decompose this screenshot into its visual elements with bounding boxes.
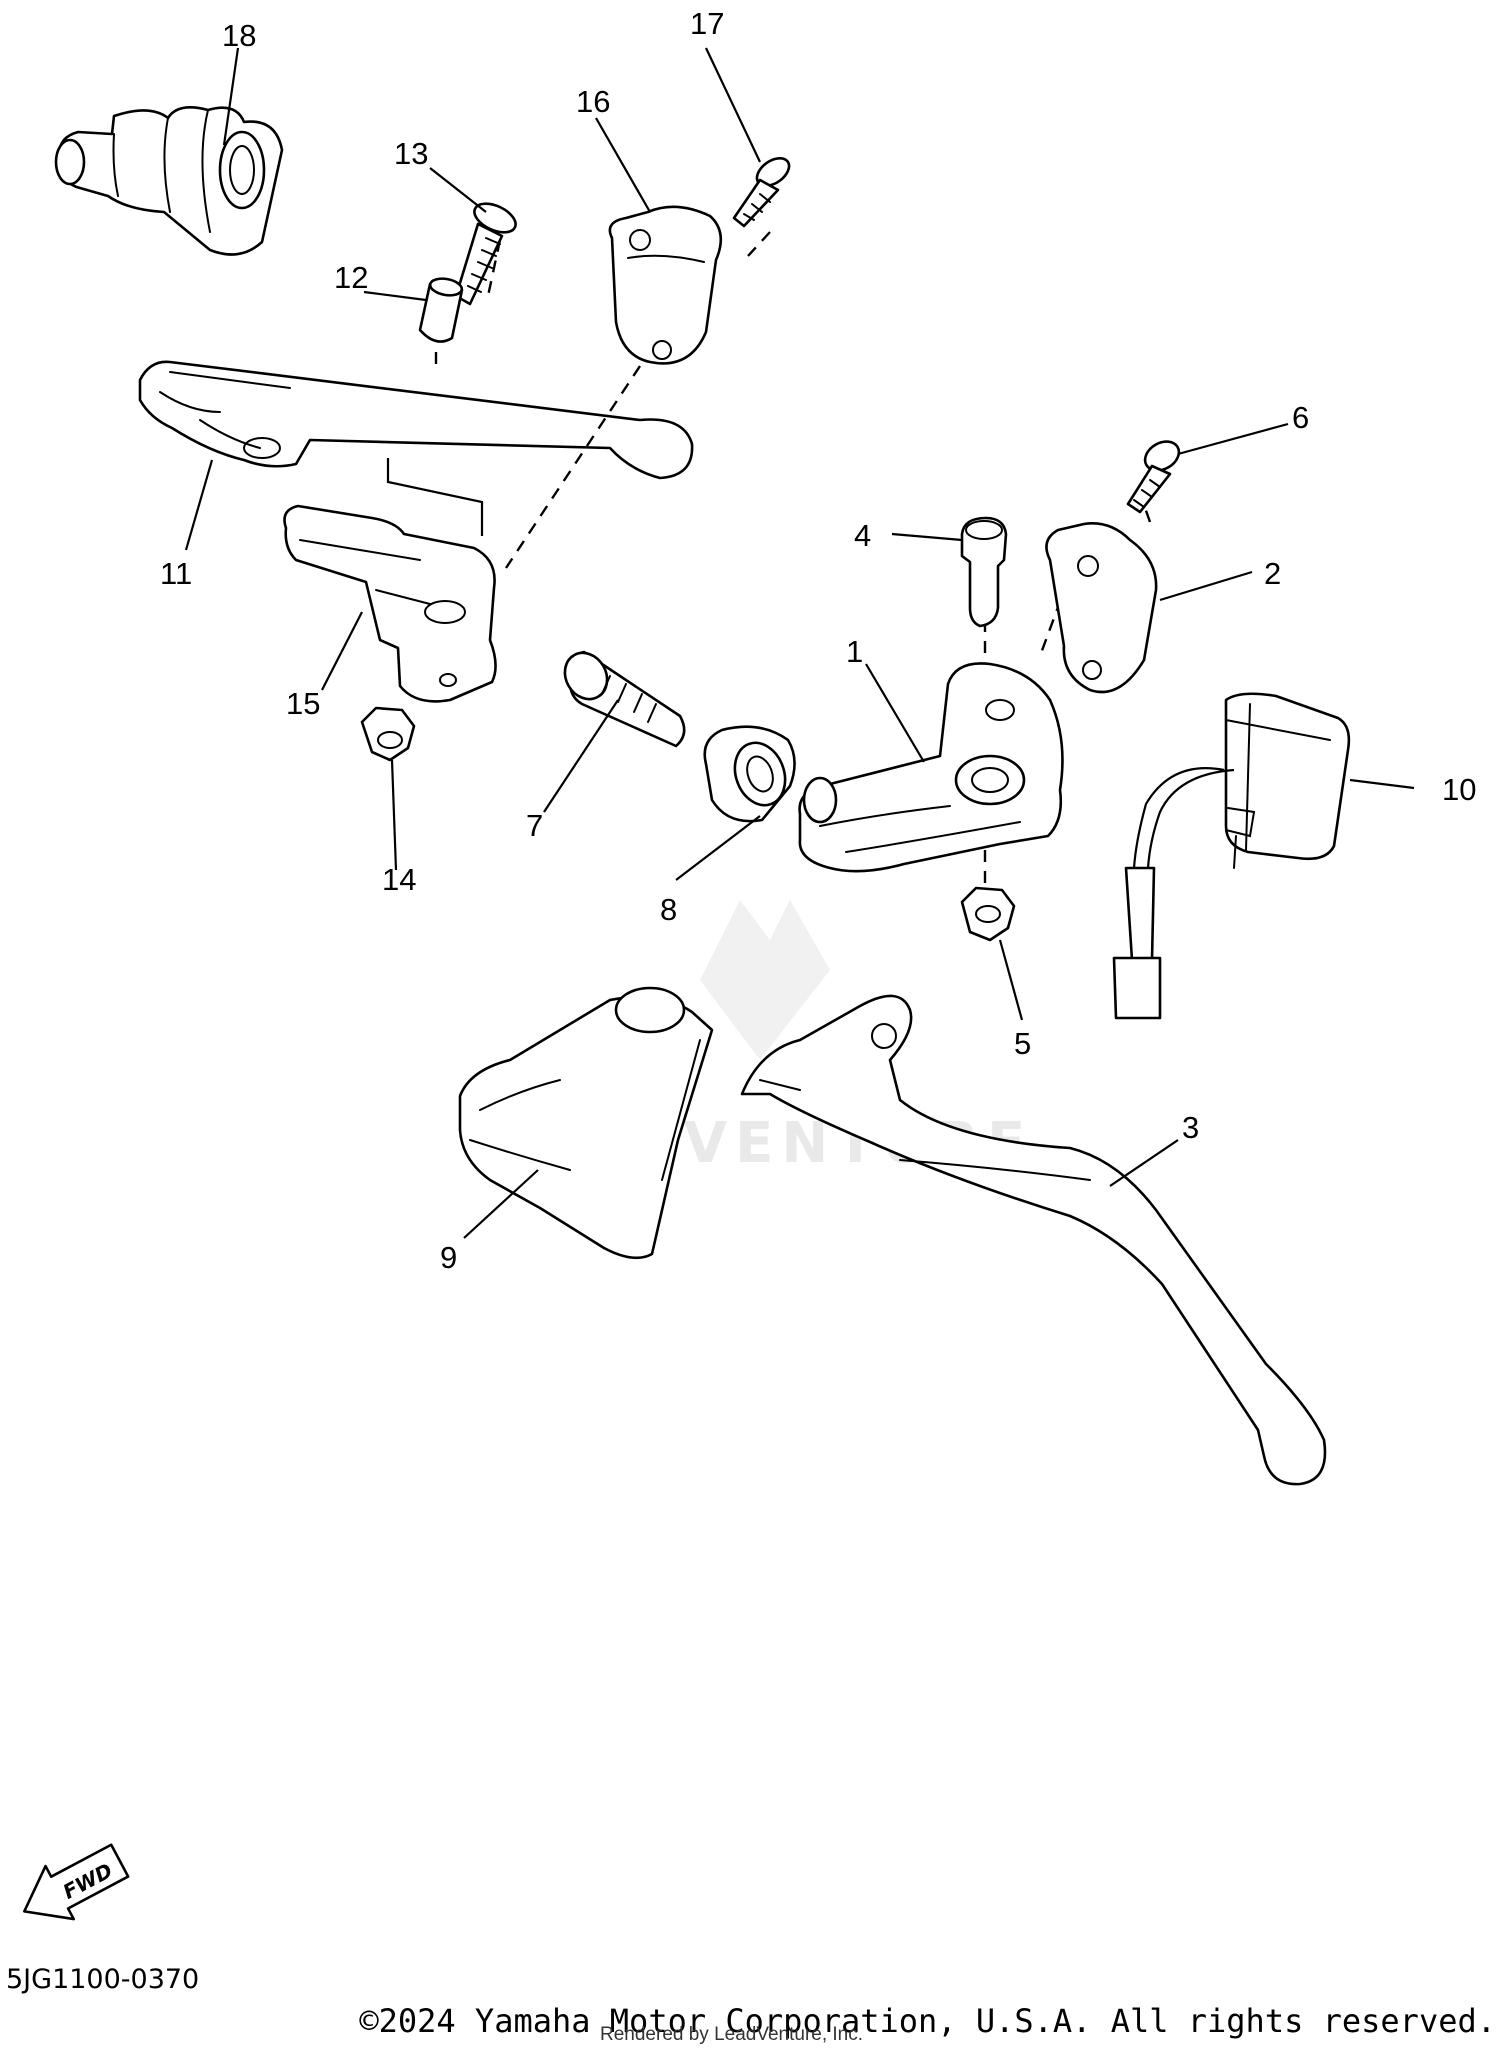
callout-4: 4: [854, 518, 871, 553]
part-9-cover: [458, 986, 714, 1260]
part-2-holder: [1045, 522, 1158, 694]
diagram-code: 5JG1100-0370: [6, 1964, 200, 1995]
part-18-boot: [54, 106, 284, 256]
callout-8: 8: [660, 892, 677, 927]
part-8-locknut: [703, 725, 796, 823]
part-17-bolt: [732, 156, 791, 228]
part-7-adjuster: [563, 650, 686, 748]
part-16-holder: [608, 205, 723, 365]
rendered-by-text: Rendered by LeadVenture, Inc.: [600, 2024, 864, 2045]
part-6-bolt: [1126, 440, 1181, 514]
part-3-lever: [740, 994, 1327, 1486]
part-11-lever: [138, 360, 694, 480]
part-13-bolt: [454, 202, 517, 306]
part-10-switch: [1112, 692, 1351, 1020]
part-1-clutch-holder: [798, 662, 1064, 873]
callout-12: 12: [334, 260, 368, 295]
callout-16: 16: [576, 84, 610, 119]
part-12-collar: [418, 277, 464, 343]
callout-15: 15: [286, 686, 320, 721]
callout-18: 18: [222, 18, 256, 53]
callout-6: 6: [1292, 400, 1309, 435]
callout-labels: 18 17 16 13 12 11 15 14 7 8 6 4 2 1 10 5…: [160, 6, 1476, 1275]
callout-2: 2: [1264, 556, 1281, 591]
copyright-text: ©2024 Yamaha Motor Corporation, U.S.A. A…: [359, 2002, 1496, 2040]
callout-14: 14: [382, 862, 416, 897]
part-5-nut: [960, 886, 1016, 942]
callout-10: 10: [1442, 772, 1476, 807]
callout-5: 5: [1014, 1026, 1031, 1061]
callout-1: 1: [846, 634, 863, 669]
leader-lines: [184, 47, 1415, 1239]
callout-17: 17: [690, 6, 724, 41]
part-4-pivot-bolt: [960, 516, 1008, 628]
part-14-nut: [360, 706, 416, 762]
callout-11: 11: [160, 556, 192, 591]
callout-9: 9: [440, 1240, 457, 1275]
callout-3: 3: [1182, 1110, 1199, 1145]
fwd-arrow-icon: FWD: [23, 1843, 130, 1921]
callout-7: 7: [526, 808, 543, 843]
callout-13: 13: [394, 136, 428, 171]
part-15-bracket: [283, 504, 497, 703]
